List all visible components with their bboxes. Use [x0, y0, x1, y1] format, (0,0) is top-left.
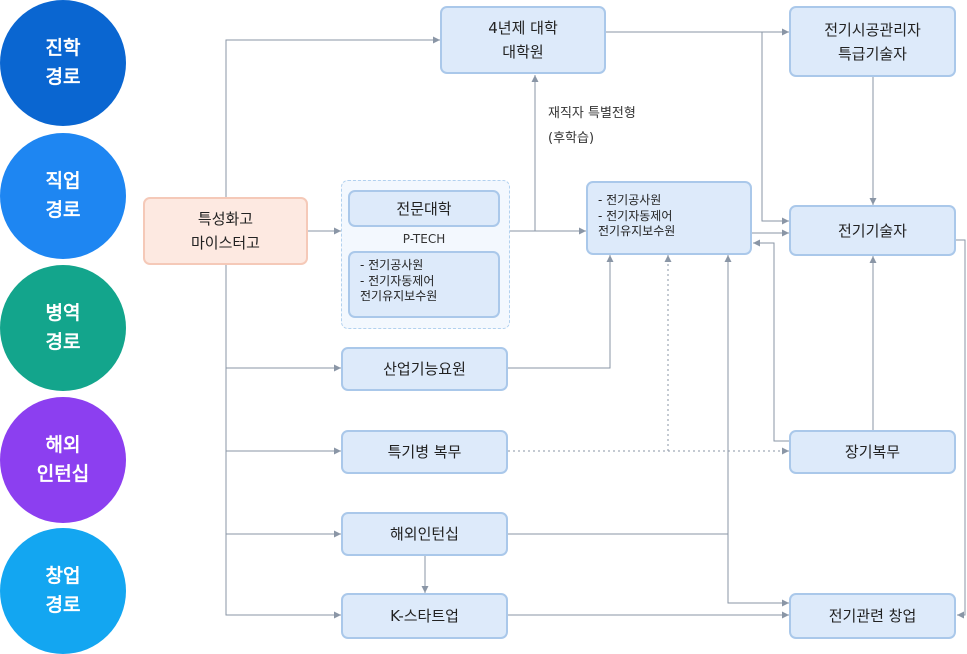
connector-origin-to-university: [225, 36, 440, 198]
special-admission-label: 재직자 특별전형 (후학습): [548, 106, 636, 146]
node-industrial-agent: 산업기능요원: [341, 347, 508, 391]
node-university: 4년제 대학 대학원: [440, 6, 606, 74]
node-college: 전문대학: [348, 190, 500, 227]
node-college-jobs: - 전기공사원 - 전기자동제어 전기유지보수원: [348, 251, 500, 318]
connector-industrial-agent-to-jobs: [508, 255, 614, 369]
connector-university-to-technician: [761, 32, 789, 225]
connector-overseas-to-jobs: [508, 255, 732, 535]
connector-jobs-to-electric-startup: [727, 534, 789, 607]
category-advancement: 진학 경로: [0, 0, 126, 126]
node-master-engineer: 전기시공관리자 특급기술자: [789, 6, 956, 77]
connector-long-term-to-jobs: [753, 239, 790, 442]
node-k-startup: K-스타트업: [341, 593, 508, 639]
node-jobs: - 전기공사원 - 전기자동제어 전기유지보수원: [586, 181, 752, 255]
node-meister-school: 특성화고 마이스터고: [143, 197, 308, 265]
node-overseas-internship: 해외인턴십: [341, 512, 508, 556]
category-career: 직업 경로: [0, 133, 126, 259]
node-technician: 전기기술자: [789, 205, 956, 256]
category-overseas: 해외 인턴십: [0, 397, 126, 523]
category-military: 병역 경로: [0, 265, 126, 391]
connector-technician-to-electric-startup: [956, 239, 966, 619]
category-startup: 창업 경로: [0, 528, 126, 654]
node-special-soldier: 특기병 복무: [341, 430, 508, 474]
node-long-term-service: 장기복무: [789, 430, 956, 474]
connector-origin-spine: [225, 265, 341, 619]
node-electric-startup: 전기관련 창업: [789, 593, 956, 639]
ptech-label: P-TECH: [402, 232, 446, 246]
